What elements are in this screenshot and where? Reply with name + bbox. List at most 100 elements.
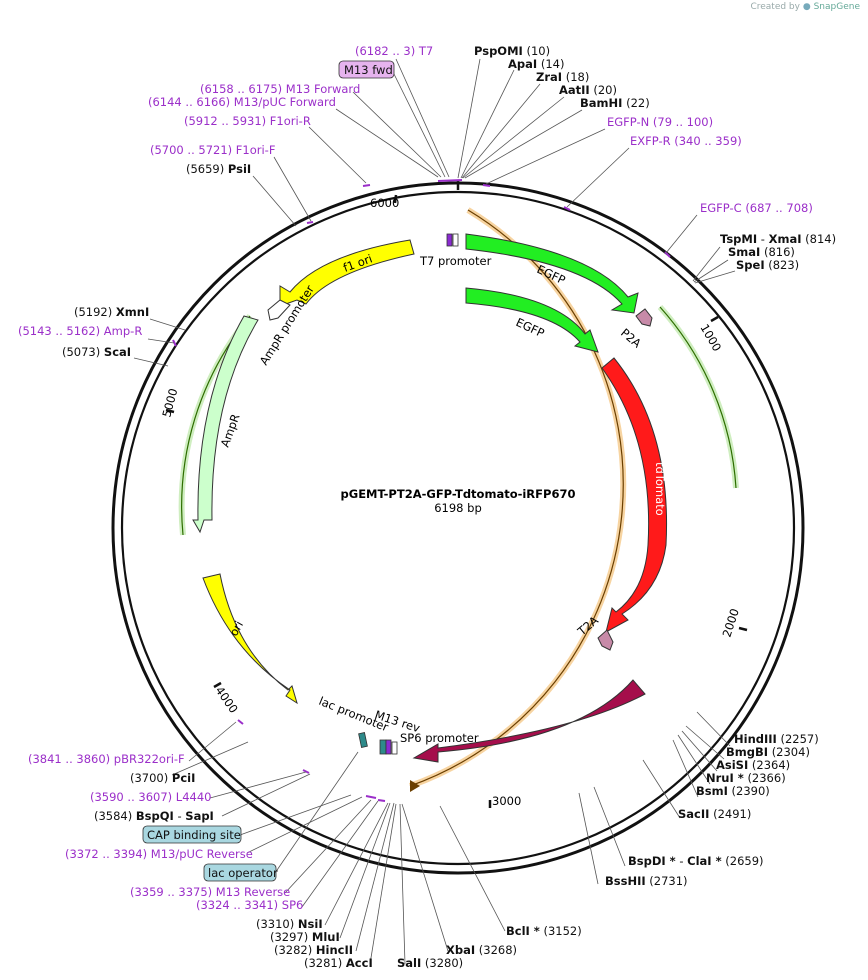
t2a-feature[interactable]	[597, 629, 614, 651]
apai-name: ApaI	[508, 57, 537, 71]
tick-label-3000: 3000	[492, 794, 521, 808]
bspdi-pos: (2659)	[725, 854, 763, 868]
tdtomato-label: tdTomato	[653, 462, 667, 516]
psii-name: PsiI	[228, 162, 251, 176]
svg-text:BclI * (3152): BclI * (3152)	[506, 924, 582, 938]
cap-binding-site-label: CAP binding site	[147, 828, 241, 842]
m13-rev-feature[interactable]	[379, 739, 387, 755]
tick-label-6000: 6000	[370, 196, 399, 210]
p2a-feature[interactable]	[635, 308, 653, 327]
f1ori-feature[interactable]	[279, 239, 415, 307]
primer-marks	[172, 179, 671, 802]
ori-label: ori	[226, 619, 246, 639]
tdtomato-feature[interactable]	[601, 357, 668, 633]
plasmid-name: pGEMT-PT2A-GFP-Tdtomato-iRFP670	[341, 487, 576, 501]
tspmi-name: TspMI	[720, 232, 757, 246]
egfp-n-range: (79 .. 100)	[653, 115, 713, 129]
svg-text:(3700) PciI: (3700) PciI	[130, 771, 195, 785]
svg-text:(3310) NsiI: (3310) NsiI	[256, 917, 323, 931]
irfp670-feature[interactable]	[412, 679, 646, 763]
smai-name: SmaI	[728, 245, 760, 259]
tspmi-sep: -	[761, 232, 765, 246]
sali-pos: (3280)	[425, 956, 463, 970]
svg-text:SmaI (816): SmaI (816)	[728, 245, 795, 259]
m13-forward-name: M13 Forward	[286, 82, 360, 96]
cap-binding-site-box[interactable]	[142, 825, 242, 844]
orf-arc	[409, 209, 624, 787]
egfp-c-name: EGFP-C	[700, 201, 742, 215]
svg-text:(6182 .. 3) T7: (6182 .. 3) T7	[355, 44, 433, 58]
snapgene-watermark: Created by ● SnapGene	[750, 2, 860, 12]
t7-promoter-feature[interactable]	[446, 233, 453, 247]
svg-text:BamHI (22): BamHI (22)	[580, 96, 650, 110]
exfp-r-range: (340 .. 359)	[674, 134, 742, 148]
lac-operator-label: lac operator	[208, 866, 278, 880]
svg-text:BspDI * - ClaI * (2659): BspDI * - ClaI * (2659)	[628, 854, 764, 868]
m13-reverse-range: (3359 .. 3375)	[130, 885, 212, 899]
ampr-promoter-feature[interactable]	[267, 299, 291, 321]
l4440-name: L4440	[176, 790, 212, 804]
plasmid-size: 6198 bp	[434, 501, 482, 515]
green-orf-band	[657, 304, 739, 489]
sacii-pos: (2491)	[713, 807, 751, 821]
svg-text:(3590 .. 3607) L4440: (3590 .. 3607) L4440	[90, 790, 211, 804]
orf-arrowhead	[410, 780, 420, 792]
sp6-promoter-arrow	[391, 741, 398, 755]
svg-text:EXFP-R (340 .. 359): EXFP-R (340 .. 359)	[630, 134, 742, 148]
t7-promoter-label: T7 promoter	[419, 254, 492, 268]
ruler-ticks	[165, 180, 748, 808]
nrui-pos: (2366)	[747, 771, 785, 785]
bspdi-name: BspDI *	[628, 854, 676, 868]
egfp-inner-feature[interactable]	[465, 287, 599, 353]
scai-pos: (5073)	[62, 345, 100, 359]
bcli-name: BclI *	[506, 924, 540, 938]
smai-pos: (816)	[764, 245, 795, 259]
sp6-range: (3324 .. 3341)	[196, 898, 278, 912]
svg-text:SacII (2491): SacII (2491)	[678, 807, 751, 821]
xmai-name: XmaI	[769, 232, 802, 246]
zrai-name: ZraI	[536, 70, 562, 84]
hincii-pos: (3282)	[274, 943, 312, 957]
sp6-promoter-feature[interactable]	[385, 739, 392, 755]
lac-promoter-feature[interactable]	[358, 732, 368, 748]
egfp-inner-label: EGFP	[514, 315, 547, 340]
svg-text:EGFP-N (79 .. 100): EGFP-N (79 .. 100)	[607, 115, 713, 129]
ori-feature[interactable]	[202, 573, 298, 705]
bmgbi-pos: (2304)	[772, 745, 810, 759]
f1ori-label: f1 ori	[341, 251, 374, 274]
scai-name: ScaI	[104, 345, 131, 359]
f1ori-r-range: (5912 .. 5931)	[184, 114, 266, 128]
svg-text:(6158 .. 6175) M13 Forward: (6158 .. 6175) M13 Forward	[200, 82, 360, 96]
m13fwd-box-label: M13 fwd	[344, 63, 393, 77]
green-orf-arc	[659, 306, 737, 489]
amp-r-name: Amp-R	[104, 324, 143, 338]
xbai-pos: (3268)	[479, 943, 517, 957]
backbone-inner-ring	[120, 190, 796, 866]
m13fwd-box[interactable]	[338, 60, 395, 79]
tick-label-2000: 2000	[720, 607, 742, 639]
svg-text:(3324 .. 3341) SP6: (3324 .. 3341) SP6	[196, 898, 303, 912]
ampr-feature[interactable]	[192, 315, 259, 534]
m13-forward-range: (6158 .. 6175)	[200, 82, 282, 96]
egfp-outer-feature[interactable]	[465, 233, 639, 314]
pbr322-range: (3841 .. 3860)	[28, 752, 110, 766]
pcii-pos: (3700)	[130, 771, 168, 785]
f1ori-f-name: F1ori-F	[236, 143, 276, 157]
sacii-name: SacII	[678, 807, 709, 821]
f1ori-f-range: (5700 .. 5721)	[150, 143, 232, 157]
spei-name: SpeI	[736, 258, 765, 272]
pspomi-pos: (10)	[526, 44, 550, 58]
svg-text:(3372 .. 3394) M13/pUC Reverse: (3372 .. 3394) M13/pUC Reverse	[65, 847, 253, 861]
t7-promoter-arrow	[452, 233, 459, 247]
xbai-name: XbaI	[446, 943, 475, 957]
lac-operator-box[interactable]	[203, 863, 277, 882]
bsshii-name: BssHII	[605, 874, 646, 888]
svg-text:(3584) BspQI - SapI: (3584) BspQI - SapI	[94, 809, 214, 823]
sp6-promoter-label: SP6 promoter	[400, 731, 479, 745]
snapgene-logo-icon: ●	[802, 2, 811, 12]
svg-text:BmgBI (2304): BmgBI (2304)	[726, 745, 810, 759]
bsmi-name: BsmI	[696, 784, 728, 798]
restriction-sites-bottom: (3310) NsiI (3297) MluI (3282) HincII (3…	[256, 917, 517, 970]
egfp-c-range: (687 .. 708)	[745, 201, 813, 215]
svg-text:(5912 .. 5931) F1ori-R: (5912 .. 5931) F1ori-R	[184, 114, 311, 128]
